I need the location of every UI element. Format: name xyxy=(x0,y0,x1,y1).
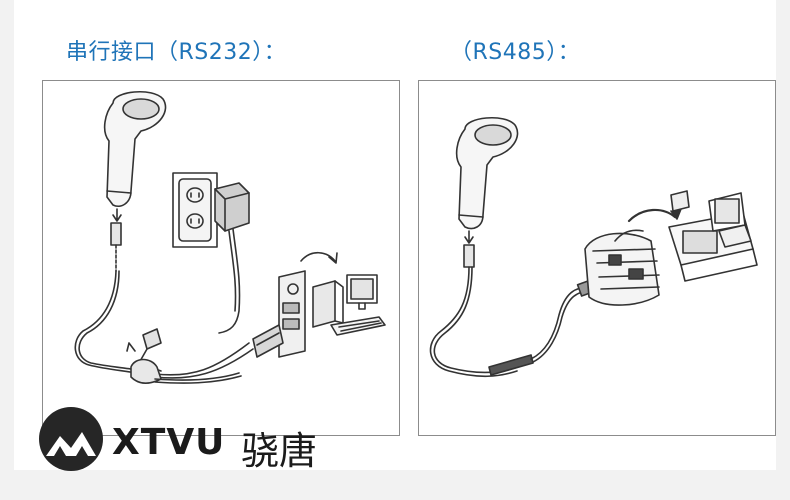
product-sheet: 串行接口（RS232）： （RS485）： xyxy=(14,0,776,473)
rs485-cable-icon xyxy=(429,244,602,378)
computer-icon xyxy=(278,251,386,358)
rs232-cable-icon xyxy=(126,324,284,385)
rs232-diagram-panel xyxy=(42,80,400,436)
power-adapter-icon xyxy=(214,182,250,334)
logo-latin-text: XTVU xyxy=(112,422,226,463)
scanner-cable xyxy=(74,222,156,378)
rs232-heading: 串行接口（RS232）： xyxy=(66,40,287,65)
barcode-scanner-icon xyxy=(103,90,167,222)
rs485-heading: （RS485）： xyxy=(450,40,581,65)
logo-chinese-text: 骁唐 xyxy=(241,429,318,473)
pos-terminal-icon xyxy=(584,190,758,306)
brand-logo: XTVU 骁唐 xyxy=(38,404,358,474)
rs485-diagram-panel xyxy=(418,80,776,436)
mountain-logo-icon xyxy=(39,407,103,471)
wall-outlet-icon xyxy=(172,172,218,248)
barcode-scanner-icon xyxy=(455,116,519,244)
